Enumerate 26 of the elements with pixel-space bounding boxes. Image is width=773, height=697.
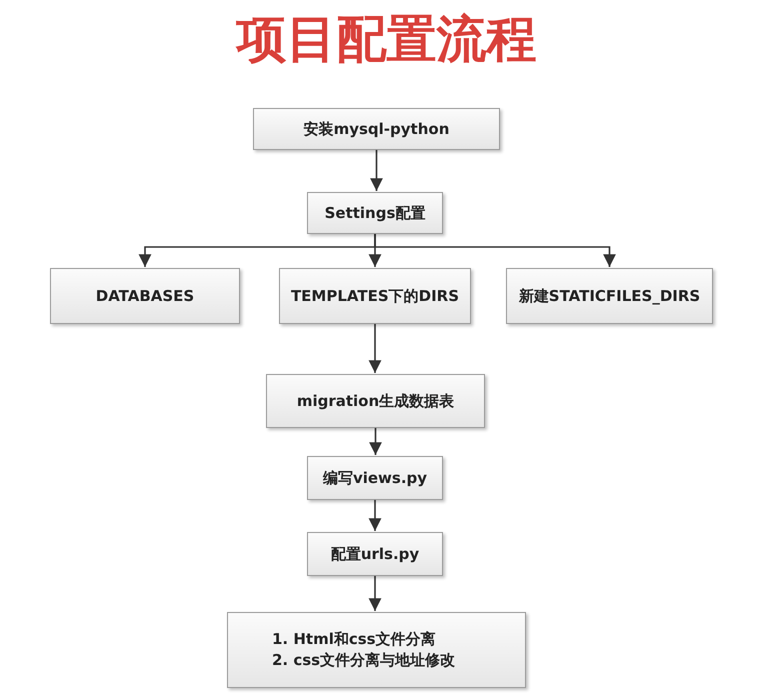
box-label: 1. Html和css文件分离	[272, 629, 436, 650]
arrow	[374, 234, 616, 267]
box-label: 新建STATICFILES_DIRS	[518, 286, 700, 306]
arrow	[368, 576, 382, 611]
box-label: 配置urls.py	[330, 544, 420, 564]
box-label: 2. css文件分离与地址修改	[272, 650, 456, 671]
box-label: Settings配置	[324, 202, 426, 224]
process-box	[253, 108, 500, 150]
box-label: 安装mysql-python	[304, 118, 450, 140]
arrow	[368, 324, 382, 373]
box-label: 编写views.py	[322, 468, 428, 488]
box-label: DATABASES	[96, 286, 194, 306]
arrow	[368, 500, 382, 531]
box-label: TEMPLATES下的DIRS	[290, 286, 460, 306]
process-box	[506, 268, 713, 324]
process-box	[307, 456, 443, 500]
process-box	[227, 612, 526, 688]
process-box	[266, 374, 485, 428]
process-box	[50, 268, 240, 324]
diagram-title: 项目配置流程	[236, 9, 536, 70]
process-box	[307, 532, 443, 576]
box-label: migration生成数据表	[296, 390, 454, 412]
process-box	[279, 268, 471, 324]
arrow	[370, 150, 383, 191]
arrow	[369, 428, 382, 455]
process-box	[307, 192, 443, 234]
